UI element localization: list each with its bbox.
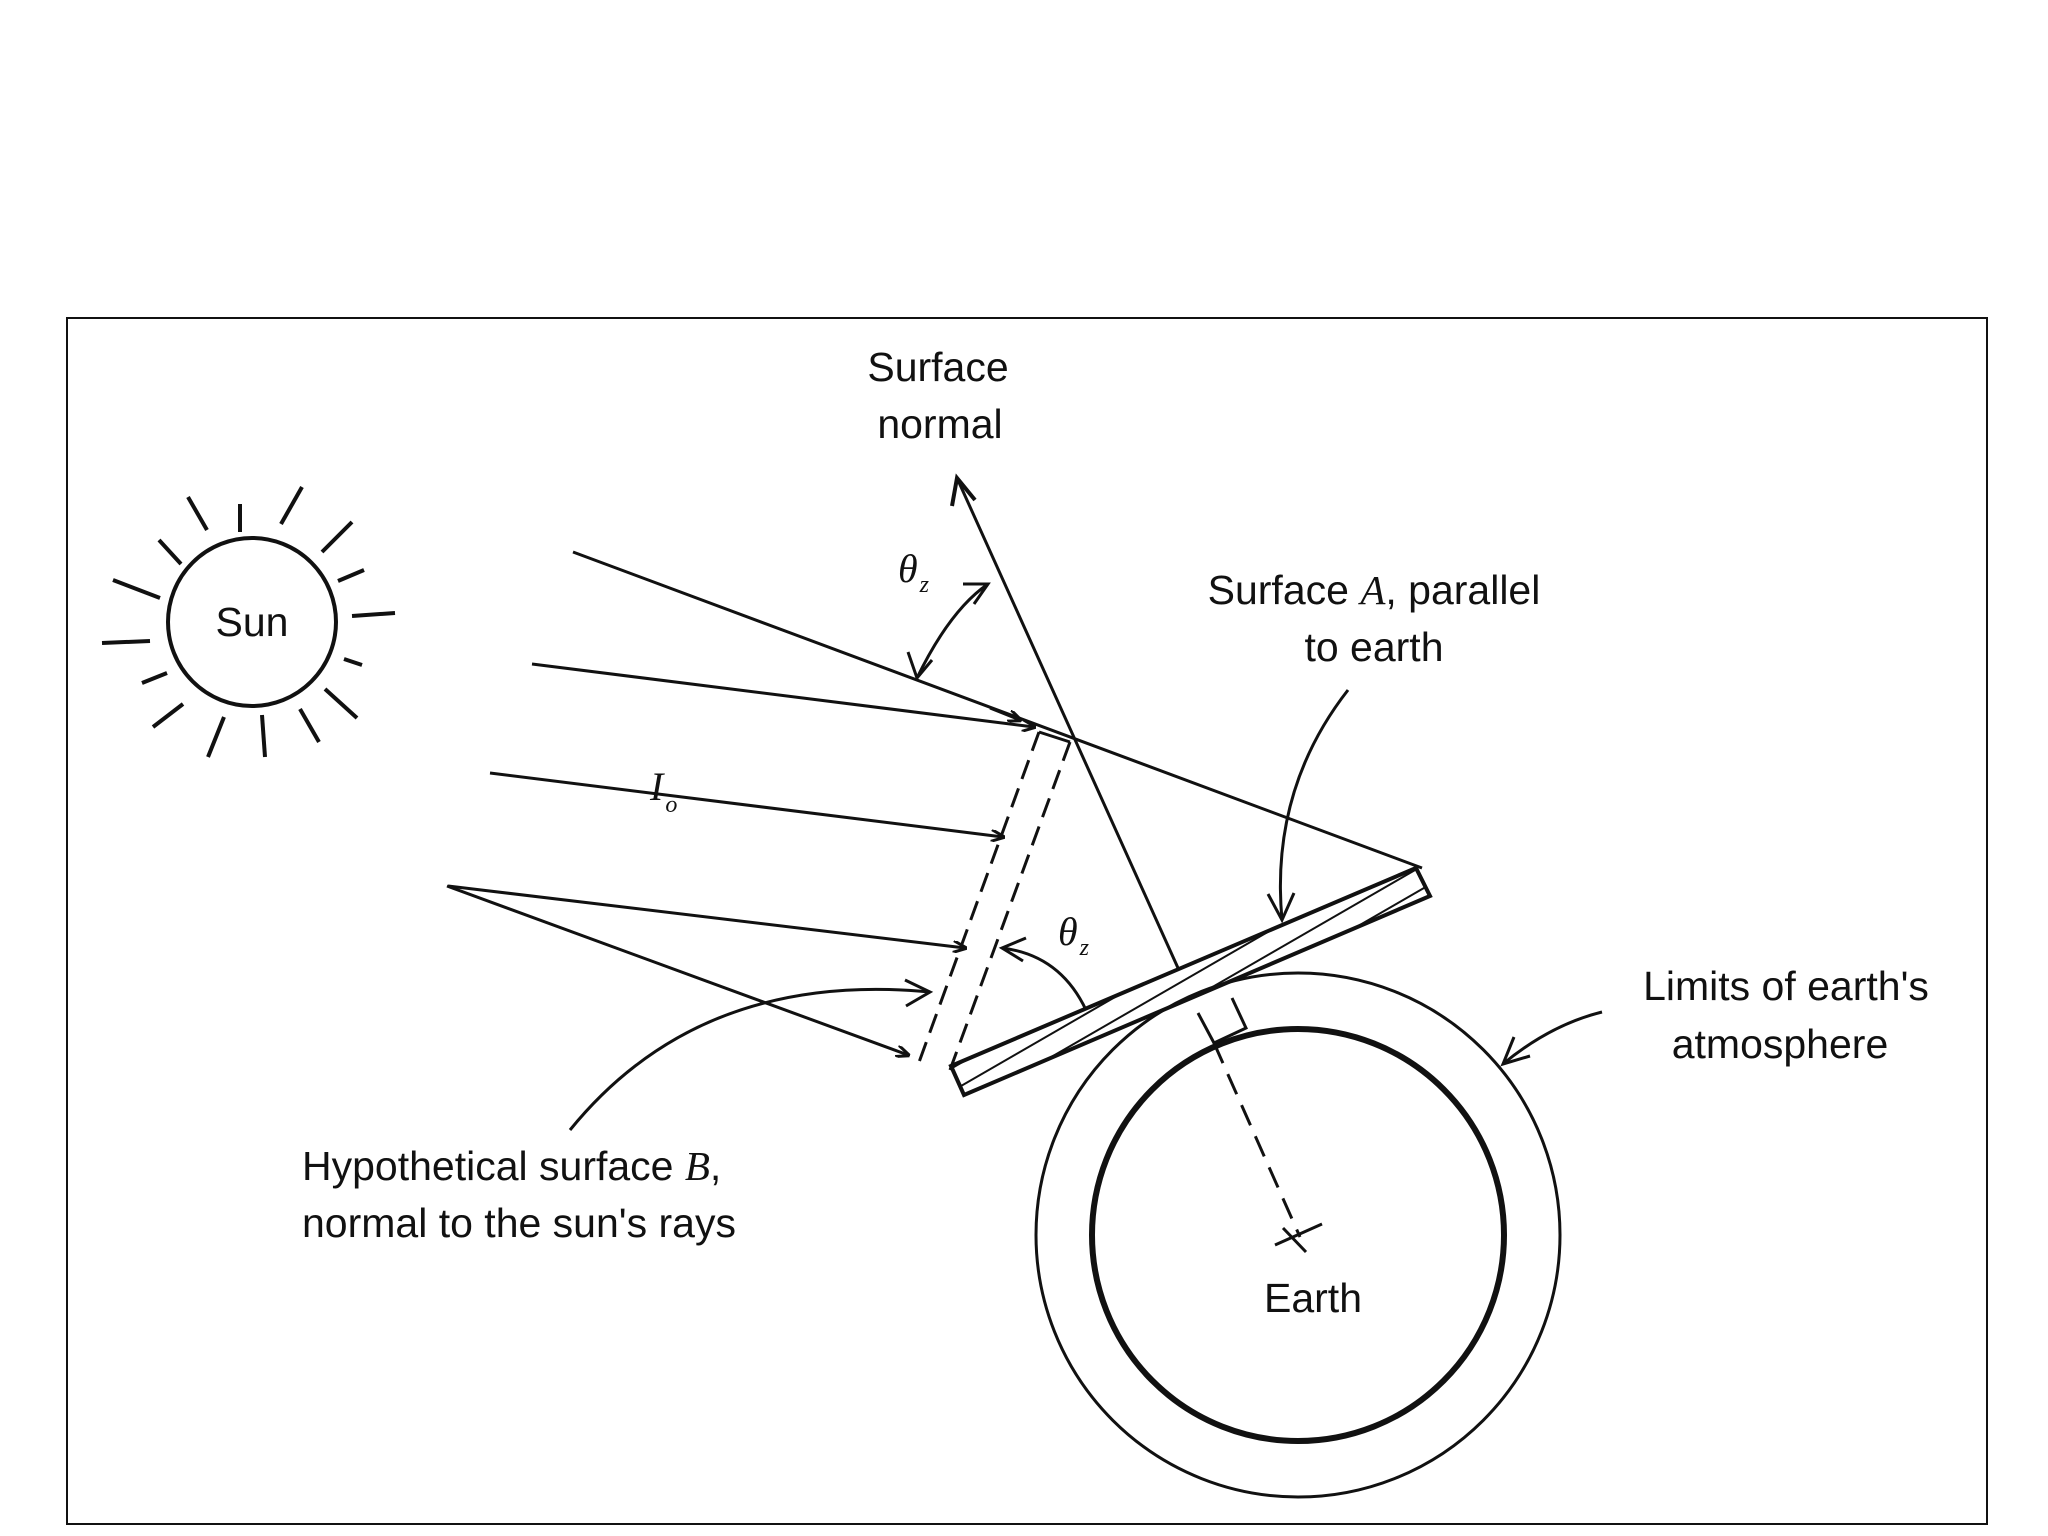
zenith-angle-arc-upper xyxy=(915,582,989,679)
surface-normal-arrowhead xyxy=(950,473,977,507)
surface-a-label-line1: Surface A, parallel xyxy=(1208,567,1541,613)
surface-normal-label-line1: Surface xyxy=(867,344,1008,390)
surface-normal-line xyxy=(955,477,1180,969)
right-angle-mark xyxy=(1196,997,1248,1045)
surface-b-label-line1: Hypothetical surface B, xyxy=(302,1143,721,1189)
figure-frame xyxy=(66,317,1988,1525)
atmosphere-limit-circle xyxy=(1034,971,1562,1499)
beam-bottom xyxy=(446,884,908,1055)
surface-b-label-line2: normal to the sun's rays xyxy=(302,1200,736,1246)
earth-label: Earth xyxy=(1264,1275,1362,1321)
earth-center-mark xyxy=(1274,1222,1323,1254)
zenith-angle-arc-lower xyxy=(1001,946,1088,1011)
surface-b-top-cap xyxy=(1038,730,1071,744)
beam-1-arrowtip xyxy=(989,706,1020,720)
atmosphere-label-line1: Limits of earth's xyxy=(1643,963,1929,1009)
zenith-angle-arc-upper-arrow-b xyxy=(963,582,991,605)
atmosphere-leader-arrow xyxy=(1500,1036,1531,1067)
surface-normal-label-line2: normal xyxy=(877,401,1002,447)
surface-b-leader-arrow xyxy=(904,978,934,1008)
beam-2 xyxy=(531,662,1034,727)
beam-3 xyxy=(489,771,1003,837)
earth-circle xyxy=(1089,1026,1507,1444)
zenith-angle-label-lower: θz xyxy=(1058,909,1090,961)
zenith-angle-label-upper: θz xyxy=(898,546,930,598)
zenith-angle-arc-lower-arrow xyxy=(998,936,1027,963)
atmosphere-leader xyxy=(1502,1010,1603,1066)
irradiance-label: Io xyxy=(649,764,677,818)
surface-b-leader xyxy=(568,987,931,1131)
surface-a-label-line2: to earth xyxy=(1304,624,1443,670)
sun-label: Sun xyxy=(216,599,289,645)
zenith-angle-arc-upper-arrow-a xyxy=(906,651,934,682)
surface-a-leader xyxy=(1278,689,1350,921)
surface-b-edge-right xyxy=(948,741,1072,1071)
surface-a-leader-arrow xyxy=(1266,892,1296,924)
surface-a-slab xyxy=(948,865,1433,1098)
beam-4 xyxy=(447,884,965,948)
normal-extension-dashed xyxy=(1212,1042,1302,1238)
sun-icon xyxy=(101,486,396,758)
surface-b-edge-left xyxy=(916,731,1041,1066)
atmosphere-label-line2: atmosphere xyxy=(1672,1021,1889,1067)
